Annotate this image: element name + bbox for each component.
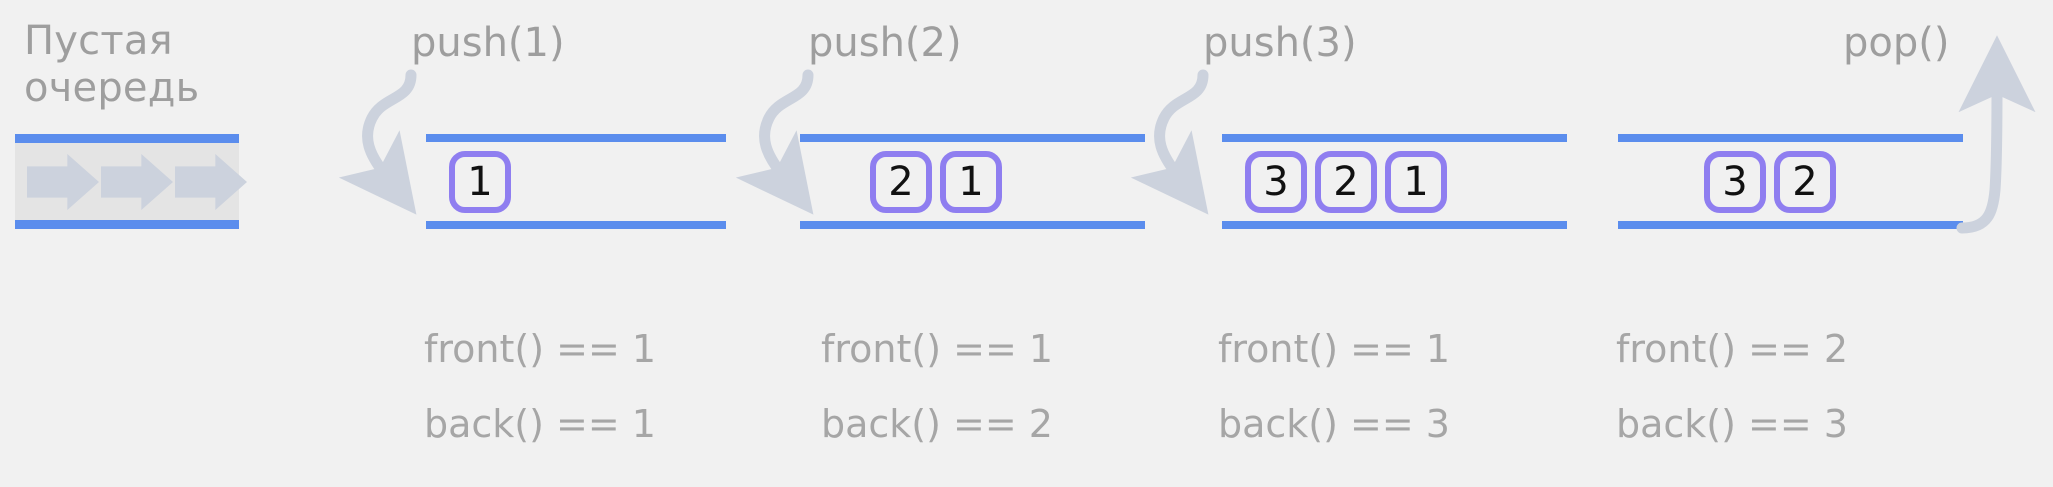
- empty-queue-band: [15, 134, 247, 229]
- operation-label-pop: pop(): [1843, 20, 1950, 66]
- queue-rail-bottom: [800, 221, 1145, 229]
- queue-cell: 1: [449, 150, 511, 213]
- queue-cell: 3: [1245, 150, 1307, 213]
- caption-back-push1: back() == 1: [424, 402, 656, 446]
- caption-front-pop: front() == 2: [1616, 327, 1849, 371]
- queue-cells-push3: 3 2 1: [1245, 134, 1447, 229]
- queue-cell: 2: [1315, 150, 1377, 213]
- queue-rail-top: [15, 134, 239, 143]
- operation-label-push3: push(3): [1203, 20, 1357, 66]
- queue-rail-top: [426, 134, 726, 142]
- queue-push2: 2 1: [800, 134, 1145, 229]
- queue-push1: 1: [426, 134, 726, 229]
- queue-flow-icons: [17, 154, 253, 210]
- queue-cells-push2: 2 1: [870, 134, 1002, 229]
- curved-arrow-down-icon: [1130, 69, 1209, 215]
- queue-cell: 2: [1774, 150, 1836, 213]
- caption-back-pop: back() == 3: [1616, 402, 1848, 446]
- empty-queue-title: Пустая очередь: [24, 18, 234, 112]
- queue-rail-top: [1618, 134, 1963, 142]
- right-arrow-icon: [175, 154, 247, 210]
- queue-rail-top: [800, 134, 1145, 142]
- caption-back-push2: back() == 2: [821, 402, 1053, 446]
- queue-cell: 3: [1704, 150, 1766, 213]
- queue-rail-bottom: [1222, 221, 1567, 229]
- caption-front-push3: front() == 1: [1218, 327, 1451, 371]
- curved-arrow-up-icon: [1956, 35, 2036, 234]
- empty-queue-title-line2: очередь: [24, 65, 200, 112]
- caption-back-push3: back() == 3: [1218, 402, 1450, 446]
- empty-queue-title-line1: Пустая: [24, 18, 173, 64]
- queue-rail-bottom: [426, 221, 726, 229]
- queue-cell: 2: [870, 150, 932, 213]
- queue-pop: 3 2: [1618, 134, 1963, 229]
- queue-rail-bottom: [1618, 221, 1963, 229]
- right-arrow-icon: [27, 154, 99, 210]
- queue-cell: 1: [940, 150, 1002, 213]
- queue-cell: 1: [1385, 150, 1447, 213]
- queue-rail-top: [1222, 134, 1567, 142]
- caption-front-push2: front() == 1: [821, 327, 1054, 371]
- right-arrow-icon: [101, 154, 173, 210]
- queue-cells-push1: 1: [449, 134, 511, 229]
- curved-arrow-down-icon: [338, 69, 417, 215]
- queue-rail-bottom: [15, 220, 239, 229]
- queue-push3: 3 2 1: [1222, 134, 1567, 229]
- queue-cells-pop: 3 2: [1704, 134, 1836, 229]
- operation-label-push1: push(1): [411, 20, 565, 66]
- caption-front-push1: front() == 1: [424, 327, 657, 371]
- operation-label-push2: push(2): [808, 20, 962, 66]
